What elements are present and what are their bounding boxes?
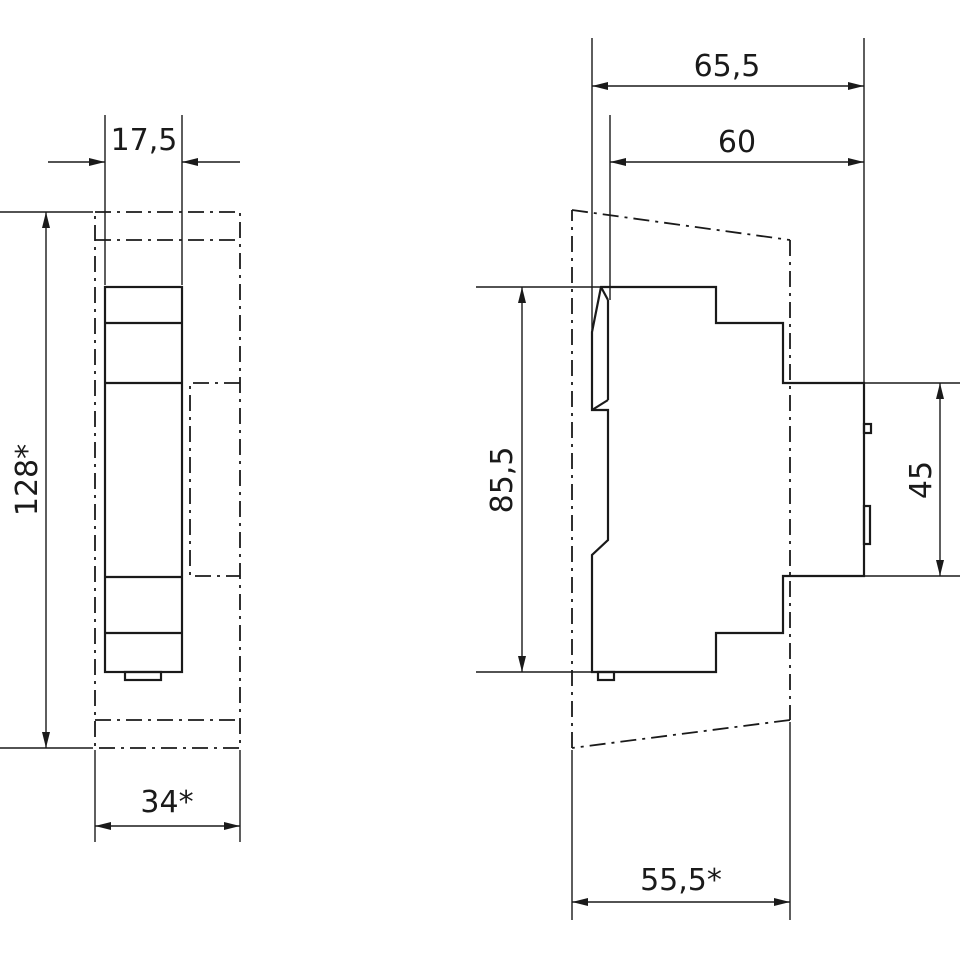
- front-view: 17,5 128* 34*: [0, 115, 241, 842]
- dim-front-height-label: 128*: [10, 444, 45, 516]
- dim-side-depth-overall: 65,5: [591, 38, 865, 383]
- side-view: 65,5 60 85,5 45 55,5*: [476, 38, 960, 920]
- dim-side-height-label: 85,5: [485, 447, 520, 514]
- side-device-body: [590, 285, 873, 682]
- dim-side-depth-body-label: 60: [718, 125, 756, 160]
- front-envelope: [94, 211, 241, 749]
- dim-front-envelope-width-label: 34*: [140, 785, 193, 820]
- dim-front-width-label: 17,5: [111, 123, 178, 158]
- dim-side-height: 85,5: [476, 286, 600, 673]
- dim-side-depth-overall-label: 65,5: [694, 49, 761, 84]
- dim-side-depth-body: 60: [609, 115, 864, 300]
- dim-side-front-height-label: 45: [904, 461, 939, 499]
- side-envelope: [571, 209, 791, 749]
- dim-front-height: 128*: [0, 211, 93, 749]
- dim-front-width: 17,5: [48, 115, 240, 285]
- dim-side-envelope-depth: 55,5*: [571, 722, 791, 920]
- dim-side-front-height: 45: [864, 382, 960, 577]
- dim-side-envelope-depth-label: 55,5*: [640, 863, 722, 898]
- dim-front-envelope-width: 34*: [94, 750, 241, 842]
- front-device-body: [103, 285, 184, 682]
